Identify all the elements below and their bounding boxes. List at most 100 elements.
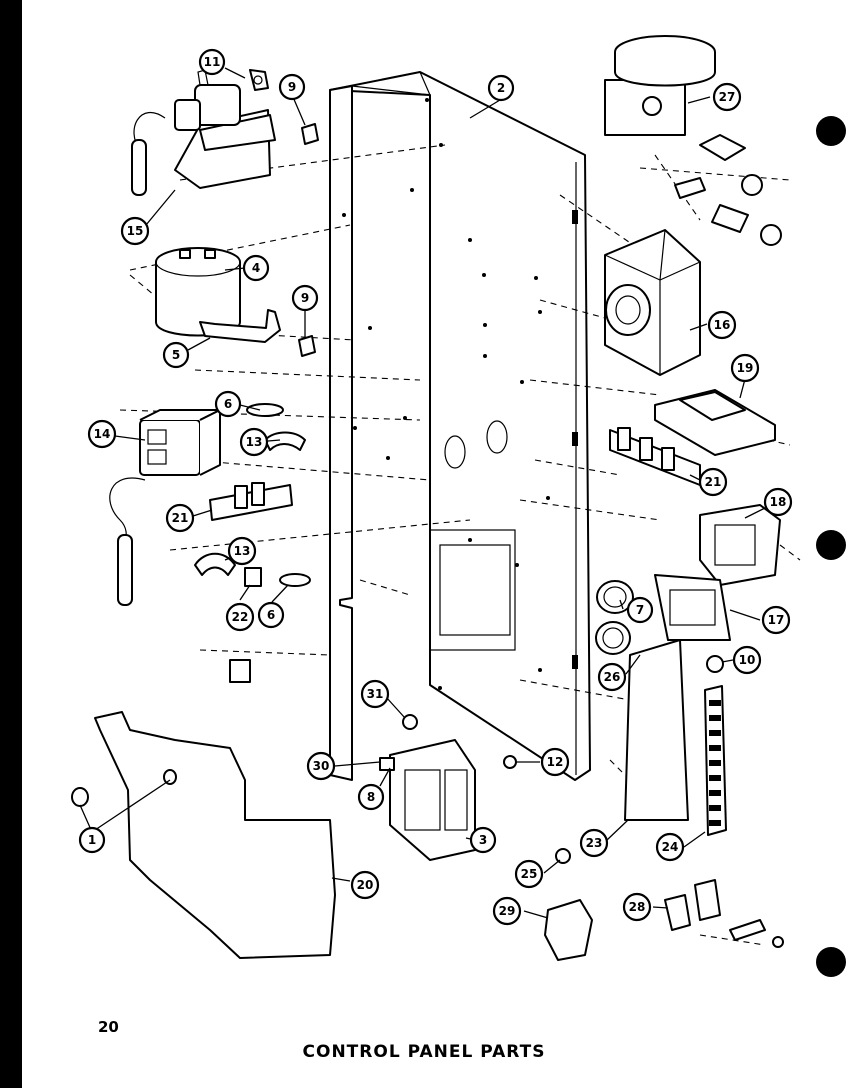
timer-16 xyxy=(604,229,701,376)
callout-31: 31 xyxy=(360,679,390,709)
capacitor-strap-5 xyxy=(199,309,281,343)
callout-29-label: 29 xyxy=(499,904,516,918)
callout-27: 27 xyxy=(712,82,742,112)
callout-28-label: 28 xyxy=(629,900,646,914)
binder-hole-middle xyxy=(816,530,846,560)
bracket-22-upper xyxy=(244,567,262,587)
callout-26-label: 26 xyxy=(604,670,621,684)
callout-9-upper-label: 9 xyxy=(288,80,296,94)
callout-20-label: 20 xyxy=(357,878,374,892)
callout-26: 26 xyxy=(597,662,627,692)
callout-13-upper: 13 xyxy=(239,427,269,457)
terminal-strip-24 xyxy=(704,685,727,836)
binder-hole-bottom xyxy=(816,947,846,977)
callout-13-lower-label: 13 xyxy=(234,544,251,558)
callout-14: 14 xyxy=(87,419,117,449)
contactor-3 xyxy=(389,739,476,861)
thermostat-bracket-15 xyxy=(131,69,276,196)
clamp-13-lower xyxy=(194,552,236,576)
indicator-29 xyxy=(544,899,593,961)
capacitor-4 xyxy=(155,247,241,337)
callout-2-label: 2 xyxy=(497,81,505,95)
callout-23-label: 23 xyxy=(586,836,603,850)
callout-12: 12 xyxy=(540,747,570,777)
callout-8-label: 8 xyxy=(367,790,375,804)
callout-21-right: 21 xyxy=(698,467,728,497)
callout-18-label: 18 xyxy=(770,495,787,509)
callout-22: 22 xyxy=(225,602,255,632)
callout-19-label: 19 xyxy=(737,361,754,375)
screw-25 xyxy=(555,848,571,864)
callout-23: 23 xyxy=(579,828,609,858)
callout-8: 8 xyxy=(357,783,385,811)
callout-7-label: 7 xyxy=(636,603,644,617)
callout-1: 1 xyxy=(78,826,106,854)
page-number: 20 xyxy=(98,1018,119,1036)
callout-7: 7 xyxy=(626,596,654,624)
plug-1 xyxy=(71,787,89,807)
callout-10: 10 xyxy=(732,645,762,675)
callout-24: 24 xyxy=(655,832,685,862)
callout-15-label: 15 xyxy=(127,224,144,238)
callout-27-label: 27 xyxy=(719,90,736,104)
callout-21-left: 21 xyxy=(165,503,195,533)
callout-12-label: 12 xyxy=(547,755,564,769)
callout-24-label: 24 xyxy=(662,840,679,854)
callout-5-label: 5 xyxy=(172,348,180,362)
clamp-13-upper xyxy=(264,431,306,451)
callout-5: 5 xyxy=(162,341,190,369)
terminal-clips-28 xyxy=(664,879,784,948)
relay-18 xyxy=(699,504,781,586)
start-relay-27 xyxy=(604,35,782,246)
callout-13-lower: 13 xyxy=(227,536,257,566)
callout-11: 11 xyxy=(198,48,226,76)
relay-17 xyxy=(654,574,731,641)
callout-30-label: 30 xyxy=(313,759,330,773)
clip-30 xyxy=(379,757,395,771)
grommet-7 xyxy=(596,580,634,614)
callout-6-lower-label: 6 xyxy=(267,608,275,622)
scan-border-left xyxy=(0,0,22,1088)
page-caption: CONTROL PANEL PARTS xyxy=(302,1042,546,1062)
callout-20: 20 xyxy=(350,870,380,900)
callout-9-lower: 9 xyxy=(291,284,319,312)
callout-4: 4 xyxy=(242,254,270,282)
thermostat-14 xyxy=(109,409,221,606)
callout-30: 30 xyxy=(306,751,336,781)
callout-6-upper: 6 xyxy=(214,390,242,418)
bracket-22-lower xyxy=(229,659,251,683)
callout-9-upper: 9 xyxy=(278,73,306,101)
callout-14-label: 14 xyxy=(94,427,111,441)
callout-22-label: 22 xyxy=(232,610,249,624)
control-panel-body xyxy=(329,71,591,781)
clip-9-lower xyxy=(298,335,316,357)
callout-16-label: 16 xyxy=(714,318,731,332)
callout-3: 3 xyxy=(469,826,497,854)
binder-hole-top xyxy=(816,116,846,146)
cover-20 xyxy=(94,711,336,959)
screw-12 xyxy=(503,755,517,769)
terminal-board-21-left xyxy=(209,482,293,521)
callout-13-upper-label: 13 xyxy=(246,435,263,449)
callout-21-right-label: 21 xyxy=(705,475,722,489)
callout-21-left-label: 21 xyxy=(172,511,189,525)
callout-18: 18 xyxy=(763,487,793,517)
callout-28: 28 xyxy=(622,892,652,922)
callout-17-label: 17 xyxy=(768,613,785,627)
callout-2: 2 xyxy=(487,74,515,102)
callout-29: 29 xyxy=(492,896,522,926)
nut-31 xyxy=(402,714,418,730)
callout-17: 17 xyxy=(761,605,791,635)
callout-10-label: 10 xyxy=(739,653,756,667)
callout-11-label: 11 xyxy=(204,55,221,69)
mounting-bracket-23 xyxy=(624,639,689,821)
grommet-7-inner xyxy=(603,586,627,608)
callout-4-label: 4 xyxy=(252,261,260,275)
callout-25: 25 xyxy=(514,859,544,889)
callout-31-label: 31 xyxy=(367,687,384,701)
screw-10 xyxy=(706,655,724,673)
clamp-6-lower xyxy=(279,573,311,587)
clamp-6-upper xyxy=(246,403,284,417)
grommet-26-inner xyxy=(602,627,624,649)
